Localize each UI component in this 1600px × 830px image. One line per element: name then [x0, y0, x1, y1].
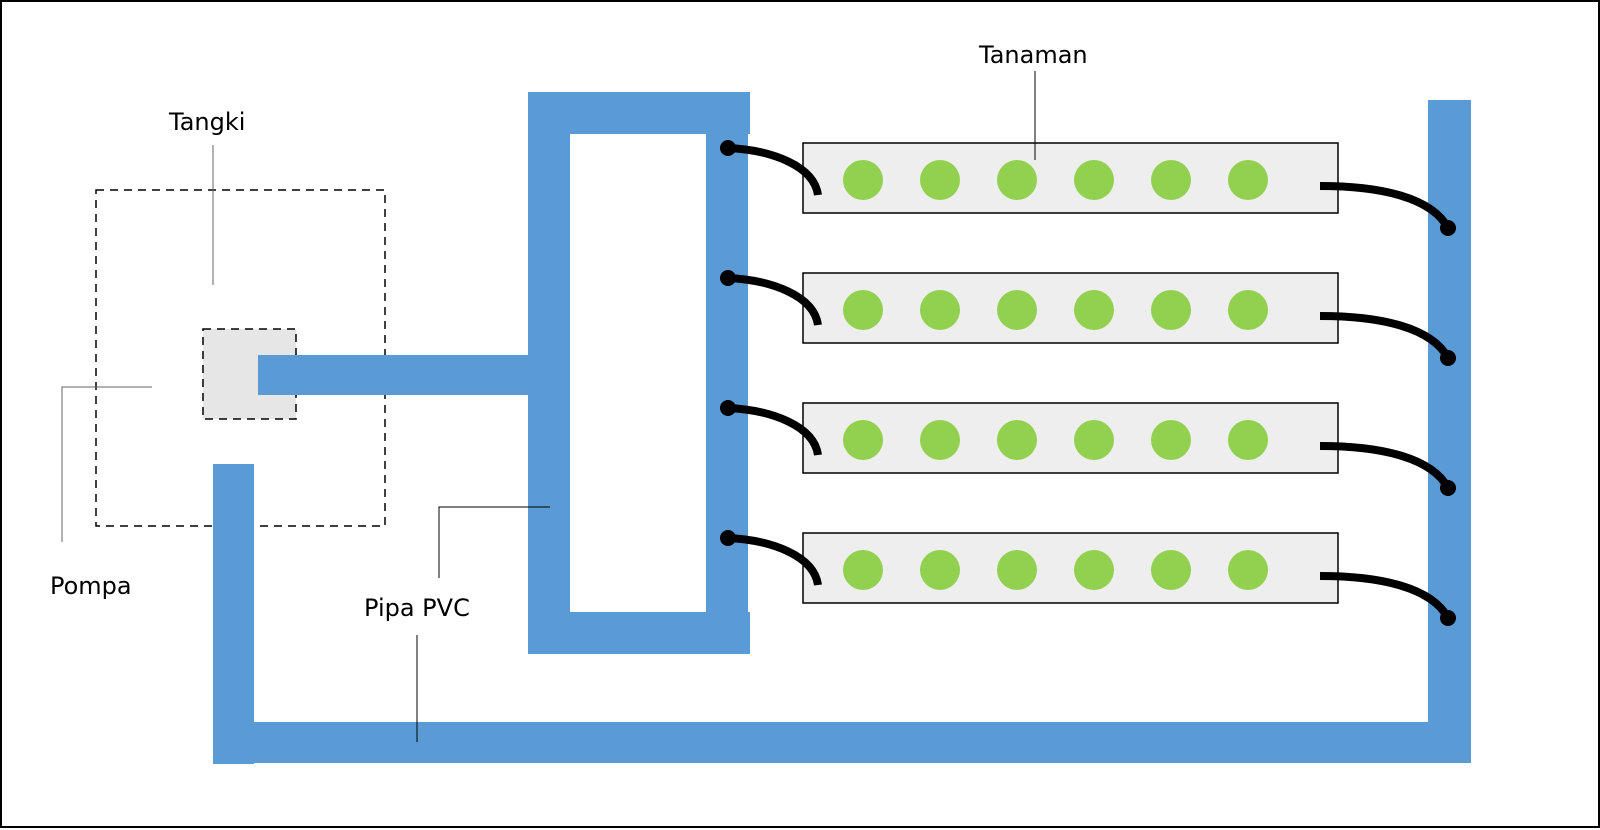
plant: [1151, 420, 1191, 460]
plant: [997, 420, 1037, 460]
plant: [1074, 290, 1114, 330]
outlet-fitting: [1440, 220, 1456, 236]
outlet-fitting: [1440, 350, 1456, 366]
outlet-hose: [1319, 182, 1452, 231]
plant: [920, 290, 960, 330]
outlet-fitting: [1440, 480, 1456, 496]
outlet-hose: [1319, 572, 1452, 621]
plant: [1228, 160, 1268, 200]
pvc-pipe-network: [213, 92, 1471, 764]
label-pipa-pvc: Pipa PVC: [364, 594, 470, 622]
pipe-manifold-bottom: [528, 612, 750, 654]
inlet-fitting: [720, 400, 736, 416]
plant: [997, 550, 1037, 590]
inlet-hose: [727, 534, 822, 586]
pipe-manifold-left: [528, 92, 570, 654]
plant: [1074, 420, 1114, 460]
plant: [997, 160, 1037, 200]
outlet-hose: [1319, 442, 1452, 491]
label-pompa: Pompa: [50, 572, 132, 600]
plant: [1151, 290, 1191, 330]
channel-3: [720, 400, 1456, 496]
plant: [1151, 550, 1191, 590]
grow-channels: [720, 140, 1456, 626]
channel-2: [720, 270, 1456, 366]
pipe-return-bottom: [213, 722, 1471, 763]
pipe-manifold-top: [528, 92, 750, 134]
inlet-fitting: [720, 530, 736, 546]
plant: [920, 160, 960, 200]
leader-pipa-pvc-upper: [438, 506, 550, 578]
pipe-return-left: [213, 464, 254, 764]
label-tanaman: Tanaman: [978, 41, 1088, 69]
plant: [997, 290, 1037, 330]
outlet-hose: [1319, 312, 1452, 361]
inlet-hose: [727, 274, 822, 326]
pipe-return-right: [1428, 100, 1471, 763]
plant: [843, 420, 883, 460]
leader-lines: [61, 71, 1036, 742]
plant: [843, 550, 883, 590]
channel-1: [720, 140, 1456, 236]
outlet-fitting: [1440, 610, 1456, 626]
plant: [843, 160, 883, 200]
inlet-fitting: [720, 270, 736, 286]
plant: [1151, 160, 1191, 200]
inlet-hose: [727, 144, 822, 196]
pipe-pump-outlet: [258, 355, 534, 395]
plant: [1074, 550, 1114, 590]
inlet-hose: [727, 404, 822, 456]
inlet-fitting: [720, 140, 736, 156]
plant: [920, 550, 960, 590]
label-tangki: Tangki: [168, 108, 245, 136]
channel-4: [720, 530, 1456, 626]
plant: [920, 420, 960, 460]
plant: [1228, 550, 1268, 590]
plant: [1074, 160, 1114, 200]
plant: [843, 290, 883, 330]
plant: [1228, 290, 1268, 330]
leader-pompa: [61, 386, 152, 542]
plant: [1228, 420, 1268, 460]
tank-outline: [95, 189, 386, 527]
